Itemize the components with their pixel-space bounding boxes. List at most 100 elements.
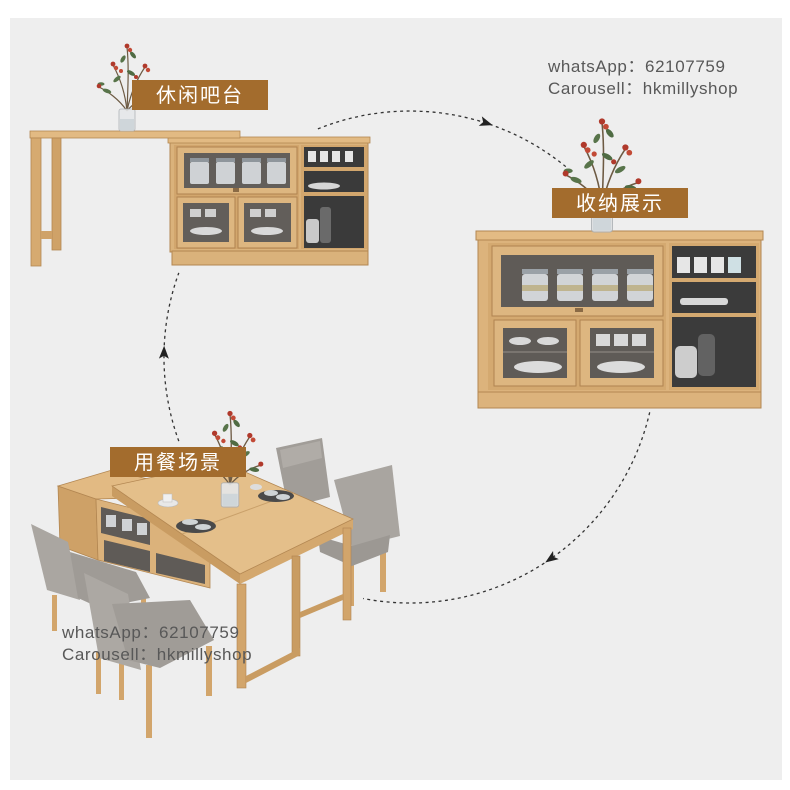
storage-sideboard-configuration [475, 230, 764, 409]
chair-leg [206, 646, 212, 696]
chair-backrest [31, 524, 80, 600]
plate-stack [597, 361, 645, 373]
cup [332, 151, 340, 162]
plate [264, 490, 278, 496]
label-storage-display: 收纳展示 [552, 188, 688, 218]
door-handle [575, 308, 583, 312]
chair-seat [112, 600, 214, 668]
lower-glass-door [104, 540, 150, 572]
table-left-edge [112, 486, 240, 584]
watermark-carousell: Carousell：hkmillyshop [548, 79, 739, 98]
table-stretcher [300, 594, 343, 618]
watermark-whatsapp: whatsApp：62107759 [62, 623, 240, 642]
bar-counter-configuration [29, 130, 371, 267]
bar-leg-crossbar [41, 231, 52, 239]
bar-top [29, 130, 241, 139]
plate [276, 494, 290, 500]
bowl [205, 209, 216, 217]
chair-back-left [276, 438, 330, 508]
chair-seat [318, 535, 390, 566]
bowl [537, 337, 559, 345]
cycle-arrows [163, 110, 651, 604]
jar [216, 162, 235, 184]
chair-front [84, 573, 214, 738]
inner-shelf [590, 351, 654, 353]
teacup [162, 493, 173, 503]
jar [106, 515, 116, 527]
bowl [509, 337, 531, 345]
jar-band [557, 285, 583, 291]
open-shelf [304, 171, 364, 192]
cup [711, 257, 724, 273]
chair-leg [52, 595, 57, 631]
jar-lid [242, 158, 261, 162]
chair-leg [96, 652, 101, 694]
table-leg [342, 527, 352, 621]
lower-glass-door [156, 553, 205, 584]
cup [308, 151, 316, 162]
cup [632, 334, 646, 346]
jar [190, 162, 209, 184]
saucer [250, 484, 262, 490]
jar-lid [627, 269, 653, 274]
table-front-edge [240, 519, 353, 584]
jar [306, 219, 319, 243]
plate [182, 519, 198, 525]
dining-table [111, 461, 354, 689]
plate-stack [514, 361, 562, 373]
cup [728, 257, 741, 273]
chair-leg [146, 665, 152, 738]
sideboard-plinth [477, 391, 762, 409]
table-leg [236, 583, 247, 689]
arrowhead-icon [545, 550, 559, 563]
watermark-whatsapp: whatsApp：62107759 [548, 57, 726, 76]
jar [320, 207, 331, 243]
jar [267, 162, 286, 184]
cup [345, 151, 353, 162]
plate-stack [190, 227, 222, 235]
bowl [265, 209, 276, 217]
label-bar-counter: 休闲吧台 [132, 80, 268, 110]
arrow-dining-to-bar [163, 272, 180, 442]
jar-lid [522, 269, 548, 274]
arrow-bar-to-storage [317, 110, 569, 170]
inner-shelf [503, 351, 567, 353]
label-dining-scene: 用餐场景 [110, 447, 246, 477]
cabinet-top [167, 136, 371, 144]
jar-lid [557, 269, 583, 274]
watermark-carousell: Carousell：hkmillyshop [62, 645, 253, 664]
chair-backrest-highlight [280, 441, 322, 468]
jar [698, 334, 715, 376]
plate [195, 524, 211, 530]
jar-band [522, 285, 548, 291]
open-shelf [672, 282, 756, 313]
plate-stack [251, 227, 283, 235]
arrow-storage-to-dining [362, 412, 651, 604]
bar-leg-outer [30, 137, 42, 267]
table-stretcher [246, 648, 300, 683]
cup [596, 334, 610, 346]
jar [122, 519, 132, 531]
cup [694, 257, 707, 273]
jar-lid [267, 158, 286, 162]
jar [137, 523, 147, 535]
table-leg [291, 555, 301, 657]
plate-stack [680, 298, 728, 305]
jar [675, 346, 697, 378]
bowl [250, 209, 261, 217]
glass-pane [183, 203, 229, 242]
arrowhead-icon [158, 345, 169, 359]
cabinet-plinth [171, 250, 369, 266]
jar-lid [592, 269, 618, 274]
chair-leg [380, 548, 386, 592]
cup [320, 151, 328, 162]
arrowhead-icon [478, 116, 493, 126]
jar [242, 162, 261, 184]
dining-configuration [31, 410, 400, 738]
jar-lid [216, 158, 235, 162]
watermark-bottom-left: whatsApp：62107759 Carousell：hkmillyshop [62, 622, 252, 666]
cup [677, 257, 690, 273]
chair-leg [119, 658, 124, 700]
door-handle [233, 188, 239, 192]
